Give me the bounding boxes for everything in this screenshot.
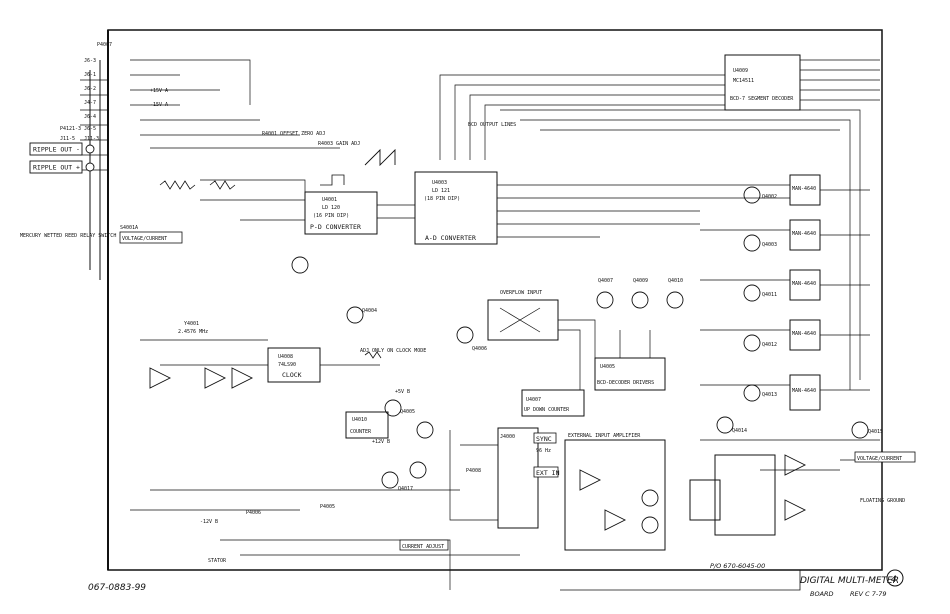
display-label: MAN-4640 [792, 331, 816, 337]
bcd-name: MC14511 [733, 78, 754, 84]
pin-label: J6-2 [84, 86, 96, 92]
ad-ref: U4003 [432, 180, 447, 186]
ref-note: ADJ ONLY ON CLOCK MODE [360, 348, 426, 354]
ud-func: UP DOWN COUNTER [524, 407, 570, 413]
bcd-func: BCD-7 SEGMENT DECODER [730, 96, 794, 102]
clock-ref: U4008 [278, 354, 293, 360]
title-line2: BOARD [810, 590, 834, 598]
title-line1: DIGITAL MULTI-METER [800, 576, 899, 586]
pin-label: J11-5 [60, 136, 75, 142]
counter-ref: U4010 [352, 417, 367, 423]
sheet-number: 4 [891, 575, 897, 585]
voltage-current-right-label: VOLTAGE/CURRENT [857, 456, 902, 462]
rail-m12v: -12V B [200, 519, 218, 525]
pd-ref: U4001 [322, 197, 337, 203]
rail-p15v: +15V A [150, 88, 168, 94]
ripple-out-plus-box [29, 160, 83, 174]
voltage-current-switch-label: VOLTAGE/CURRENT [122, 236, 167, 242]
transistor-label: Q4013 [762, 392, 777, 398]
pin-label: J6-4 [84, 114, 96, 120]
pin-label: J6-1 [84, 72, 96, 78]
display-label: MAN-4640 [792, 281, 816, 287]
transistor-label: Q4009 [633, 278, 648, 284]
display-label: MAN-4640 [792, 388, 816, 394]
drawing-number: 067-0883-99 [88, 583, 146, 593]
bcd2-func: BCD-DECODER DRIVERS [597, 380, 654, 386]
ripple-out-minus-label: RIPPLE OUT - [33, 146, 80, 154]
connector-p4008: P4008 [466, 468, 481, 474]
zero-adj-note: R4001 OFFSET ZERO ADJ [262, 131, 325, 137]
pin-label: J11-3 [84, 136, 99, 142]
transistor-label: Q4014 [732, 428, 747, 434]
gain-adj-note: R4003 GAIN ADJ [318, 141, 360, 147]
pd-name: LD 120 [322, 205, 340, 211]
connector-p4005: P4005 [320, 504, 335, 510]
ad-pins: (18 PIN DIP) [424, 196, 460, 202]
ext-in-label: EXT IN [536, 469, 560, 477]
transistor-label: Q4004 [362, 308, 377, 314]
pin-label: J4-7 [84, 100, 96, 106]
transistor-label: Q4006 [472, 346, 487, 352]
rail-m15v: -15V A [150, 102, 168, 108]
bcd2-ref: U4005 [600, 364, 615, 370]
stator-label: STATOR [208, 558, 227, 564]
bcd-decoder-drivers [594, 357, 666, 391]
display-label: MAN-4640 [792, 231, 816, 237]
ud-ref: U4007 [526, 397, 541, 403]
ripple-out-plus-label: RIPPLE OUT + [33, 164, 80, 172]
clock-func: CLOCK [282, 371, 302, 379]
bcd-outputs-label: BCD OUTPUT LINES [468, 122, 516, 128]
switch-note: MERCURY WETTED REED RELAY SWITCH [20, 233, 116, 239]
current-adjust-label: CURRENT ADJUST [402, 544, 444, 550]
ext-amp-label: EXTERNAL INPUT AMPLIFIER [568, 433, 641, 439]
counter-func: COUNTER [350, 429, 372, 435]
transistor-label: Q4010 [668, 278, 683, 284]
pd-pins: (16 PIN DIP) [313, 213, 349, 219]
ext-amp-block [564, 439, 666, 551]
sync-label: SYNC [536, 435, 552, 443]
clock-name: 74LS90 [278, 362, 296, 368]
transistor-label: Q4003 [762, 242, 777, 248]
transistor-label: Q4011 [762, 292, 777, 298]
revision: REV C 7-79 [850, 590, 887, 598]
transistor-label: Q4002 [762, 194, 777, 200]
parts-list-ref: P/O 670-6045-00 [710, 562, 765, 570]
transistor-label: Q4005 [400, 409, 415, 415]
transistor-label: Q4012 [762, 342, 777, 348]
pin-label: J6-3 [84, 58, 96, 64]
ad-name: LD 121 [432, 188, 450, 194]
sync-freq: 96 Hz [536, 448, 551, 454]
crystal-ref: Y4001 [184, 321, 199, 327]
connector-p4006: P4006 [246, 510, 261, 516]
rail-p5v: +5V B [395, 389, 410, 395]
bcd-ref: U4009 [733, 68, 748, 74]
counter-block [345, 411, 389, 439]
overflow-label: OVERFLOW INPUT [500, 290, 542, 296]
connector-j4000: J4000 [500, 434, 515, 440]
ad-converter-block [414, 171, 498, 245]
connector-main: P4007 [97, 42, 112, 48]
pin-label: P4121-3 [60, 126, 81, 132]
crystal-freq: 2.4576 MHz [178, 329, 208, 335]
transistor-label: Q4015 [868, 429, 883, 435]
switch-ref: S4001A [120, 225, 138, 231]
display-label: MAN-4640 [792, 186, 816, 192]
rail-p12v: +12V B [372, 439, 390, 445]
pd-func: P-D CONVERTER [310, 223, 361, 231]
transistor-label: Q4007 [598, 278, 613, 284]
ripple-out-minus-box [29, 142, 83, 156]
ad-func: A-D CONVERTER [425, 234, 476, 242]
pd-converter-block [304, 191, 378, 235]
transistor-label: Q4017 [398, 486, 413, 492]
floating-ground-label: FLOATING GROUND [860, 498, 905, 504]
pin-label: J6-5 [84, 126, 96, 132]
ud-counter-block [521, 389, 585, 417]
